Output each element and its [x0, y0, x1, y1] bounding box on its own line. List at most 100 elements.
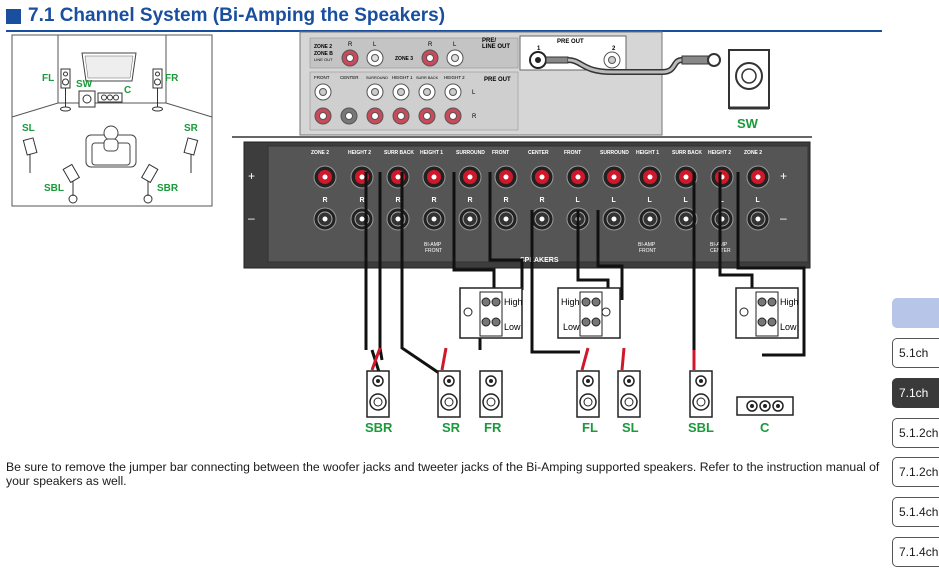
top-l-side: L: [472, 90, 476, 96]
fl-low-label: Low: [563, 322, 580, 332]
speaker-terminal-plus-9: [638, 165, 662, 189]
speaker-terminal-plus-11: [710, 165, 734, 189]
title-divider: [6, 30, 882, 32]
room-label-fl: FL: [42, 73, 54, 84]
room-label-sbl: SBL: [44, 183, 64, 194]
nav-tab-7-1-4ch[interactable]: 7.1.4ch: [892, 537, 939, 567]
top-lower-labels: FRONT CENTER SURROUND HEIGHT 1 SURR BACK…: [314, 75, 465, 80]
pre-out-2-jack: [603, 51, 621, 69]
speaker-top-label-9: HEIGHT 1: [636, 150, 659, 156]
fl-high-label: High: [561, 297, 580, 307]
top-zone2-label: ZONE 2: [314, 44, 332, 50]
terminal-box-c: High Low: [735, 287, 799, 339]
bi-amp-left-front: FRONT: [425, 248, 442, 254]
speaker-terminal-plus-10: [674, 165, 698, 189]
bi-amp-note: Be sure to remove the jumper bar connect…: [6, 460, 880, 488]
wiring-diagram: ZONE 2 ZONE B LINE OUT R L ZONE 3 R L PR…: [232, 31, 812, 435]
speaker-plus-left: +: [248, 169, 255, 183]
top-l-label-2: L: [453, 42, 457, 48]
pre-out-2-label: 2: [612, 46, 616, 52]
speaker-terminal-plus-7: [566, 165, 590, 189]
bottom-speakers: [366, 370, 713, 418]
nav-tab-7-1ch[interactable]: 7.1ch: [892, 378, 939, 408]
sl-speaker-icon: [22, 137, 38, 173]
speaker-label-c: C: [760, 420, 770, 435]
speaker-terminal-minus-11: [710, 207, 734, 231]
pre-out-label: PRE OUT: [557, 39, 584, 45]
sbl-speaker-icon: [62, 163, 81, 204]
nav-tab-5-1-2ch[interactable]: 5.1.2ch: [892, 418, 939, 448]
speaker-top-label-8: SURROUND: [600, 150, 629, 156]
page-heading: 7.1 Channel System (Bi-Amping the Speake…: [6, 4, 445, 28]
speaker-terminal-minus-2: [386, 207, 410, 231]
speaker-channel-side-12: L: [756, 197, 761, 204]
speaker-minus-left: –: [248, 211, 255, 225]
speaker-channel-side-8: L: [612, 197, 617, 204]
zone2-r-jack: [341, 49, 359, 67]
speaker-terminal-plus-6: [530, 165, 554, 189]
nav-tab-7-1-2ch[interactable]: 7.1.2ch: [892, 457, 939, 487]
speaker-top-label-2: SURR BACK: [384, 150, 414, 156]
speaker-channel-side-10: L: [684, 197, 689, 204]
speaker-terminal-minus-12: [746, 207, 770, 231]
zone2-l-jack: [366, 49, 384, 67]
speaker-terminal-plus-12: [746, 165, 770, 189]
speaker-terminal-minus-8: [602, 207, 626, 231]
speaker-label-sbl: SBL: [688, 420, 714, 435]
zone3-r-jack: [421, 49, 439, 67]
room-label-sbr: SBR: [157, 183, 179, 194]
tv-icon: [81, 52, 137, 82]
center-speaker-icon: [97, 92, 123, 103]
speaker-label-fl: FL: [582, 420, 598, 435]
bi-amp-mid: BI-AMP: [638, 242, 656, 248]
pre-out-right-label: PRE OUT: [484, 77, 511, 83]
speaker-top-label-7: FRONT: [564, 150, 581, 156]
room-label-fr: FR: [165, 73, 179, 84]
sr-speaker-icon: [183, 137, 199, 173]
terminal-box-fl: High Low: [557, 287, 621, 339]
speaker-terminal-minus-1: [350, 207, 374, 231]
top-r-side: R: [472, 114, 477, 120]
terminal-box-fr: High Low: [459, 287, 523, 339]
nav-section-tab[interactable]: [892, 298, 939, 328]
speaker-fl-icon: [576, 370, 600, 418]
speaker-top-label-12: ZONE 2: [744, 150, 762, 156]
speaker-channel-side-4: R: [468, 197, 473, 204]
lower-label-front: FRONT: [314, 75, 330, 80]
speaker-top-label-6: CENTER: [528, 150, 549, 156]
subwoofer-cable: [545, 53, 721, 75]
lower-label-height2: HEIGHT 2: [444, 75, 465, 80]
nav-tab-5-1-4ch[interactable]: 5.1.4ch: [892, 497, 939, 527]
fr-high-label: High: [504, 297, 523, 307]
speaker-terminal-plus-4: [458, 165, 482, 189]
pre-line-out-label-2: LINE OUT: [482, 44, 510, 50]
speaker-channel-side-0: R: [323, 197, 328, 204]
top-zone2-sub2: LINE OUT: [314, 57, 333, 62]
speaker-terminal-plus-1: [350, 165, 374, 189]
speaker-top-label-0: ZONE 2: [311, 150, 329, 156]
speaker-channel-side-2: R: [396, 197, 401, 204]
speaker-terminal-minus-9: [638, 207, 662, 231]
speaker-label-sr: SR: [442, 420, 461, 435]
nav-tab-5-1ch[interactable]: 5.1ch: [892, 338, 939, 368]
speakers-label: SPEAKERS: [520, 257, 559, 264]
room-label-sl: SL: [22, 123, 35, 134]
speaker-channel-side-1: R: [360, 197, 365, 204]
speaker-terminal-plus-8: [602, 165, 626, 189]
c-high-label: High: [780, 297, 799, 307]
top-zone3-label: ZONE 3: [395, 56, 413, 62]
speaker-fr-icon: [479, 370, 503, 418]
speaker-terminal-minus-10: [674, 207, 698, 231]
room-layout-diagram: FL FR SW C SL SR: [11, 34, 213, 207]
fr-speaker-icon: [152, 68, 163, 112]
speaker-channel-side-6: R: [540, 197, 545, 204]
speaker-terminal-plus-2: [386, 165, 410, 189]
speaker-terminal-minus-0: [313, 207, 337, 231]
fl-speaker-icon: [60, 68, 71, 112]
speaker-terminal-plus-5: [494, 165, 518, 189]
pre-out-1-jack: [529, 51, 547, 69]
center-speaker-bottom: [736, 396, 794, 416]
speaker-plus-right: +: [780, 169, 787, 183]
